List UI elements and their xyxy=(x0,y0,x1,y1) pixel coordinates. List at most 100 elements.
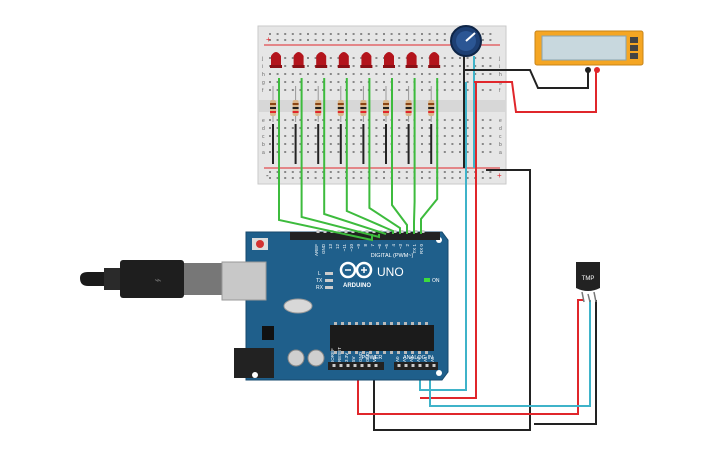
potentiometer[interactable] xyxy=(450,25,482,57)
chip-leg xyxy=(425,322,428,325)
sensor-leg-1 xyxy=(581,291,585,303)
resistor-band xyxy=(315,103,322,105)
terminal-hole xyxy=(352,65,355,67)
chip-leg xyxy=(334,322,337,325)
terminal-hole xyxy=(466,143,469,145)
rail-hole xyxy=(276,39,279,41)
terminal-hole xyxy=(383,127,385,129)
terminal-hole xyxy=(276,151,279,153)
terminal-hole xyxy=(360,151,363,153)
breadboard-jumpers xyxy=(272,56,475,168)
terminal-hole xyxy=(459,143,461,145)
terminal-hole xyxy=(360,81,363,83)
rail-hole xyxy=(383,33,385,35)
terminal-hole xyxy=(489,73,492,75)
rail-hole xyxy=(314,177,317,179)
chip-leg xyxy=(418,351,421,354)
terminal-hole xyxy=(474,65,477,67)
rail-hole xyxy=(276,177,279,179)
pin-label: A0 xyxy=(395,356,400,362)
pin-label: A1 xyxy=(402,356,407,362)
terminal-hole xyxy=(375,57,378,59)
chip-leg xyxy=(418,322,421,325)
resistor-band xyxy=(428,107,435,109)
chip-leg xyxy=(390,351,393,354)
terminal-hole xyxy=(337,57,340,59)
usb-plug-metal xyxy=(184,263,224,295)
rail-hole xyxy=(451,177,454,179)
terminal-hole xyxy=(276,81,279,83)
rail-hole xyxy=(337,39,340,41)
terminal-hole xyxy=(314,81,317,83)
rail-hole xyxy=(337,177,340,179)
terminal-hole xyxy=(360,135,363,137)
rail-hole xyxy=(481,171,484,173)
terminal-hole xyxy=(428,151,431,153)
terminal-hole xyxy=(466,135,469,137)
rail-hole xyxy=(428,171,431,173)
terminal-hole xyxy=(451,73,454,75)
rail-hole xyxy=(443,39,446,41)
rail-hole xyxy=(269,39,271,41)
rail-hole xyxy=(443,33,446,35)
rail-hole xyxy=(337,33,340,35)
row-letter: a xyxy=(262,150,265,156)
terminal-hole xyxy=(481,143,484,145)
rail-hole xyxy=(269,177,271,179)
terminal-hole xyxy=(269,151,271,153)
red-led xyxy=(429,52,440,66)
resistor-band xyxy=(315,107,322,109)
chip-leg xyxy=(376,351,379,354)
header-pin xyxy=(346,364,350,367)
rail-hole xyxy=(345,33,347,35)
l-label: L xyxy=(318,271,321,277)
rail-hole xyxy=(390,33,393,35)
row-letter: c xyxy=(499,134,502,140)
rail-hole xyxy=(413,33,416,35)
pin-label: A2 xyxy=(409,356,414,362)
header-pin xyxy=(353,364,357,367)
header-pin xyxy=(360,364,364,367)
rail-hole xyxy=(375,39,378,41)
terminal-hole xyxy=(428,89,431,91)
usb-cable-end xyxy=(80,272,104,286)
bottom-plus-label: + xyxy=(497,171,502,180)
terminal-hole xyxy=(269,73,271,75)
terminal-hole xyxy=(284,151,287,153)
terminal-hole xyxy=(443,73,446,75)
terminal-hole xyxy=(314,127,317,129)
header-pin xyxy=(411,364,415,367)
red-led xyxy=(316,52,327,66)
terminal-hole xyxy=(276,119,279,121)
terminal-hole xyxy=(398,151,401,153)
rail-hole xyxy=(329,39,332,41)
terminal-hole xyxy=(291,57,294,59)
terminal-hole xyxy=(284,143,287,145)
terminal-hole xyxy=(421,151,423,153)
sensor-leg-2 xyxy=(587,293,591,303)
header-pin xyxy=(374,364,378,367)
arduino-reset-button[interactable] xyxy=(256,240,264,248)
led-signal-wire xyxy=(391,100,408,234)
row-letter: i xyxy=(262,64,263,70)
terminal-hole xyxy=(299,81,302,83)
terminal-hole xyxy=(329,151,332,153)
terminal-hole xyxy=(489,127,492,129)
pin-label: ~3 xyxy=(398,244,403,250)
rail-hole xyxy=(383,177,385,179)
rail-hole xyxy=(405,171,408,173)
led-tx-indicator xyxy=(325,279,333,282)
row-letter: h xyxy=(262,72,265,78)
terminal-hole xyxy=(489,151,492,153)
terminal-hole xyxy=(307,135,309,137)
terminal-hole xyxy=(337,143,340,145)
rail-hole xyxy=(443,171,446,173)
terminal-hole xyxy=(443,89,446,91)
terminal-hole xyxy=(276,127,279,129)
red-led-base xyxy=(428,65,441,68)
rail-hole xyxy=(284,171,287,173)
terminal-hole xyxy=(337,151,340,153)
led-array xyxy=(270,52,441,68)
rail-hole xyxy=(329,33,332,35)
